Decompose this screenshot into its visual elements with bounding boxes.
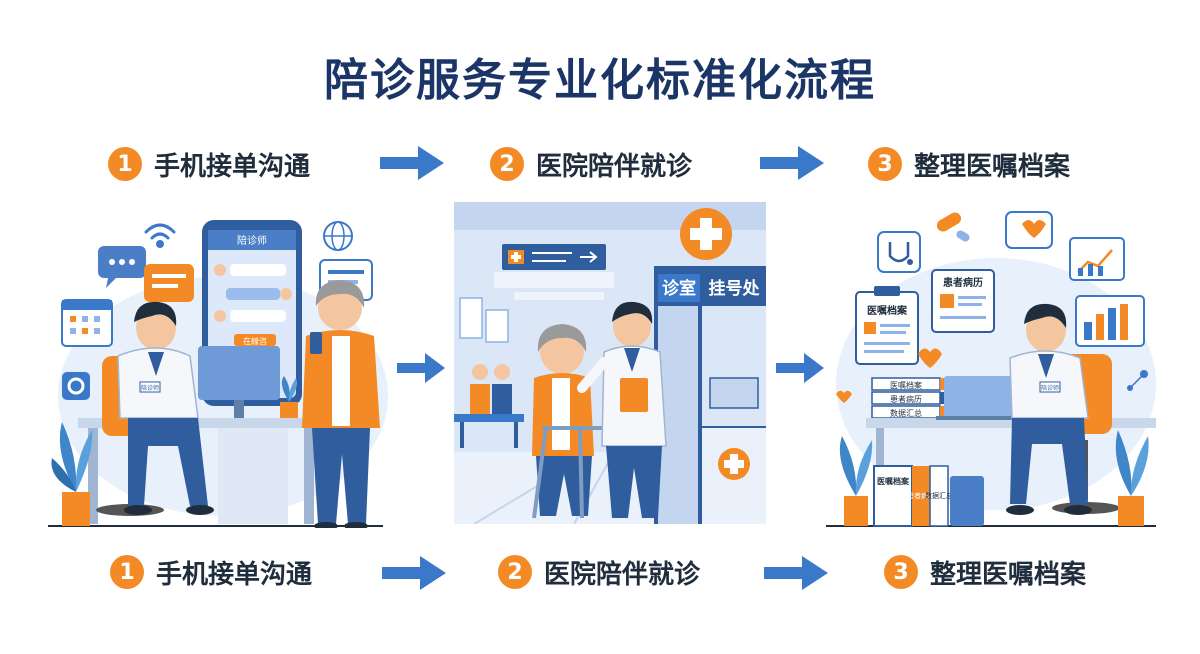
file-folders: 医嘱档案 患者病历 数据汇总 [873, 465, 984, 527]
stack-label: 医嘱档案 [890, 380, 922, 390]
message-icon [144, 264, 194, 302]
consult-room-sign: 诊室 [662, 278, 696, 299]
gear-icon [62, 372, 90, 400]
medical-cross-icon [718, 448, 750, 480]
step-label: 整理医嘱档案 [930, 559, 1087, 590]
bar-chart-icon [1075, 295, 1145, 347]
step-1-top: 1 手机接单沟通 [108, 144, 310, 184]
arrow-right-icon [397, 353, 445, 383]
panel-phone-communication: 陪诊师 在線咨 陪诊师 [48, 220, 388, 528]
companion-person: 陪诊师 [117, 301, 214, 515]
arrow-right-icon [764, 556, 828, 590]
plant-icon [839, 436, 873, 526]
network-icon [1127, 370, 1148, 391]
step-number-badge: 2 [498, 555, 532, 589]
plant-icon [280, 376, 298, 418]
arrow-right-icon [776, 353, 824, 383]
phone-header-text: 陪诊师 [237, 234, 267, 247]
medical-cross-icon [680, 208, 732, 260]
step-2-top: 2 医院陪伴就诊 [490, 144, 692, 184]
step-label: 手机接单沟通 [156, 559, 313, 590]
step-number-badge: 1 [108, 147, 142, 181]
monitor [198, 346, 280, 400]
phone-icon [310, 332, 322, 354]
folder-label: 医嘱档案 [877, 476, 910, 486]
heart-icon [836, 390, 852, 403]
record-document: 医嘱档案 [855, 286, 919, 365]
registration-sign: 挂号处 [709, 278, 761, 299]
stethoscope-icon [877, 231, 921, 273]
plant-icon [1115, 430, 1149, 526]
step-label: 医院陪伴就诊 [536, 151, 693, 182]
escort-staff [577, 301, 667, 518]
step-number-badge: 2 [490, 147, 524, 181]
desk [866, 418, 1156, 428]
plant-icon [51, 422, 93, 526]
step-3-bottom: 3 整理医嘱档案 [884, 552, 1086, 592]
heart-icon [918, 348, 942, 368]
clipboard-icon [620, 378, 648, 412]
wifi-icon [144, 223, 176, 248]
stack-label: 患者病历 [890, 394, 922, 404]
step-1-bottom: 1 手机接单沟通 [110, 552, 312, 592]
heart-monitor-icon [1005, 211, 1053, 249]
name-badge: 陪诊师 [1041, 384, 1059, 392]
name-badge: 陪诊师 [141, 384, 159, 392]
globe-icon [323, 221, 353, 251]
companion-person: 陪诊师 [1006, 303, 1092, 515]
line-chart-icon [1069, 237, 1125, 281]
calendar-icon [61, 299, 113, 347]
waiting-patients [470, 364, 512, 414]
document-title: 医嘱档案 [867, 304, 908, 317]
direction-sign [502, 244, 606, 270]
desk [78, 418, 324, 428]
document-title: 患者病历 [943, 276, 983, 289]
step-number-badge: 3 [884, 555, 918, 589]
waiting-bench [454, 414, 524, 422]
record-document: 患者病历 [931, 269, 995, 333]
folder-label: 数据汇总 [925, 491, 953, 500]
phone-action-button: 在線咨 [243, 336, 267, 346]
pill-icon [936, 212, 970, 242]
step-label: 整理医嘱档案 [914, 151, 1071, 182]
record-stack: 医嘱档案 患者病历 数据汇总 [871, 377, 948, 419]
chat-bubble-icon [98, 246, 146, 288]
page-title: 陪诊服务专业化标准化流程 [324, 55, 876, 106]
panel-hospital-escort: 诊室 挂号处 [454, 202, 766, 524]
step-number-badge: 1 [110, 555, 144, 589]
elderly-woman [302, 280, 380, 528]
arrow-right-icon [380, 146, 444, 180]
folder-label: 患者病历 [907, 491, 935, 500]
stack-label: 数据汇总 [890, 408, 922, 418]
arrow-right-icon [382, 556, 446, 590]
panel-medical-records: 医嘱档案 患者病历 医嘱档案 患者病历 数据汇总 [826, 211, 1156, 527]
arrow-right-icon [760, 146, 824, 180]
step-2-bottom: 2 医院陪伴就诊 [498, 552, 700, 592]
step-number-badge: 3 [868, 147, 902, 181]
step-3-top: 3 整理医嘱档案 [868, 144, 1070, 184]
step-label: 手机接单沟通 [154, 151, 311, 182]
laptop-icon [936, 376, 1026, 420]
step-label: 医院陪伴就诊 [544, 559, 701, 590]
